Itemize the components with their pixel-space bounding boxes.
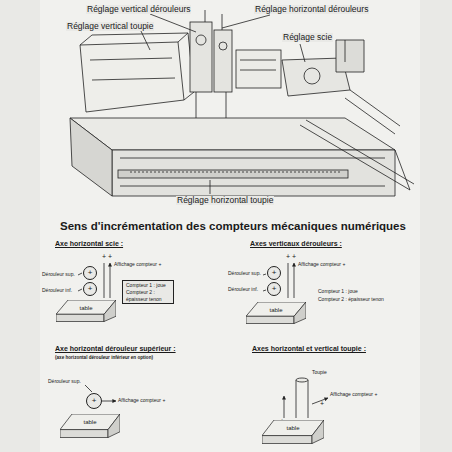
node-text: table xyxy=(83,419,96,426)
table-side xyxy=(312,420,324,444)
node-text: + xyxy=(272,268,277,277)
plus-sign: + xyxy=(108,253,112,261)
plus-sign: + xyxy=(320,400,324,408)
table-slab: table xyxy=(56,300,116,322)
node-text: table xyxy=(79,305,92,312)
roller-circle: + xyxy=(83,266,97,280)
diagram-title: Sens d'incrémentation des compteurs méca… xyxy=(60,220,406,232)
axis-label: Toupie xyxy=(312,370,327,376)
table-side xyxy=(108,414,120,438)
axis-label: Affichage compteur + xyxy=(118,398,165,404)
table-slab: table xyxy=(246,302,306,324)
callout-label: Réglage horizontal toupie xyxy=(176,196,274,205)
callout-label: Réglage horizontal dérouleurs xyxy=(254,5,369,14)
roller-circle: + xyxy=(86,393,102,409)
node-text: + xyxy=(272,284,277,293)
axis-label: Dérouleur sup. xyxy=(42,272,75,278)
plus-sign: + xyxy=(292,253,296,261)
table-front xyxy=(262,436,312,444)
section-heading: Axes verticaux dérouleurs : xyxy=(250,240,342,248)
node-text: table xyxy=(286,425,299,432)
section-heading: Axes horizontal et vertical toupie : xyxy=(252,345,366,353)
axis-label: Affichage compteur + xyxy=(114,262,161,268)
callout-label: Réglage vertical toupie xyxy=(66,22,154,31)
table-front xyxy=(60,430,108,438)
table-side xyxy=(294,302,306,324)
table-slab: table xyxy=(60,414,120,438)
table-side xyxy=(104,300,116,322)
callout-label: Réglage vertical dérouleurs xyxy=(86,5,191,14)
axis-label: Compteur 2 : épaisseur tenon xyxy=(318,297,384,303)
node-text: + xyxy=(88,284,93,293)
callout-label: Réglage scie xyxy=(282,33,333,42)
plus-sign: + xyxy=(102,253,106,261)
table-outline xyxy=(262,420,324,444)
node-text: + xyxy=(88,268,93,277)
node-text: + xyxy=(92,396,97,405)
section-heading: Axe horizontal dérouleur supérieur : xyxy=(55,345,176,353)
table-outline xyxy=(60,414,120,438)
table-slab: table xyxy=(262,420,324,444)
roller-circle: + xyxy=(267,282,281,296)
axis-label: Dérouleur inf. xyxy=(228,287,258,293)
axis-label: Dérouleur inf. xyxy=(42,288,72,294)
section-note: (axe horizontal dérouleur inférieur en o… xyxy=(55,355,153,360)
plus-sign: + xyxy=(286,253,290,261)
axis-label: Affichage compteur + xyxy=(330,392,377,398)
node-text: Compteur 1 : joue Compteur 2 : épaisseur… xyxy=(126,282,166,302)
axis-label: Compteur 1 : joue xyxy=(318,289,358,295)
node-text: table xyxy=(269,307,282,314)
axis-label: Dérouleur sup. xyxy=(228,271,261,277)
axis-label: Dérouleur sup. xyxy=(48,379,81,385)
axis-label: Affichage compteur + xyxy=(298,262,345,268)
counter-box: Compteur 1 : joue Compteur 2 : épaisseur… xyxy=(122,280,174,304)
roller-circle: + xyxy=(83,282,97,296)
roller-circle: + xyxy=(267,266,281,280)
table-front xyxy=(246,316,294,323)
table-front xyxy=(56,314,104,321)
section-heading: Axe horizontal scie : xyxy=(55,240,123,248)
